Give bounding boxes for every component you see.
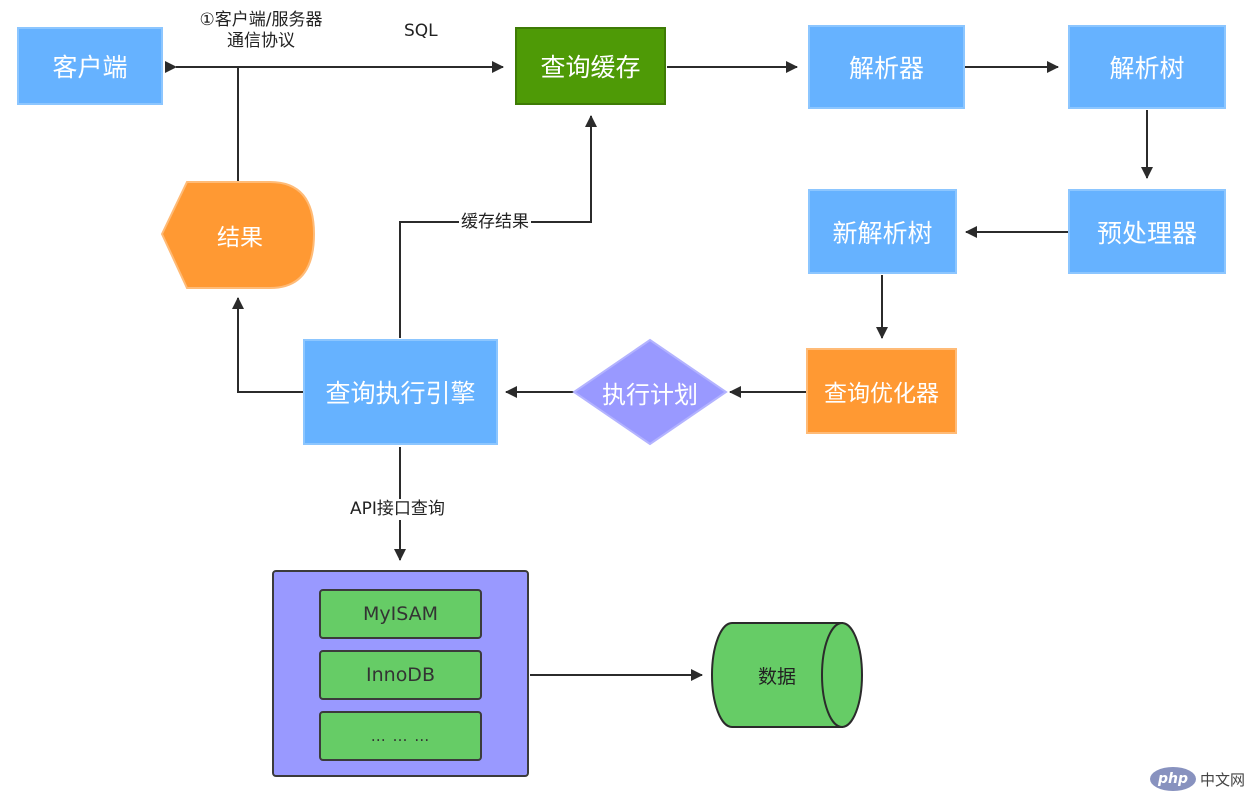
parser-node: 解析器 bbox=[808, 25, 965, 109]
execution-engine-node: 查询执行引擎 bbox=[303, 339, 498, 445]
edge-engine-result bbox=[232, 297, 303, 393]
sql-label: SQL bbox=[404, 21, 438, 41]
protocol-label-line2: 通信协议 bbox=[227, 31, 295, 51]
result-shape bbox=[160, 181, 316, 289]
optimizer-node: 查询优化器 bbox=[806, 348, 957, 434]
watermark: php 中文网 bbox=[1150, 767, 1245, 791]
protocol-label-line1: ①客户端/服务器 bbox=[199, 10, 323, 30]
new-parse-tree-node: 新解析树 bbox=[808, 189, 957, 274]
preprocessor-node: 预处理器 bbox=[1068, 189, 1226, 274]
engine-other: … … … bbox=[319, 711, 482, 761]
engine-innodb: InnoDB bbox=[319, 650, 482, 700]
parse-tree-node: 解析树 bbox=[1068, 25, 1226, 109]
client-node: 客户端 bbox=[17, 27, 163, 105]
php-logo: php bbox=[1150, 767, 1196, 791]
cached-result-label: 缓存结果 bbox=[459, 212, 531, 233]
query-cache-node: 查询缓存 bbox=[515, 27, 666, 105]
data-cylinder bbox=[711, 622, 863, 728]
execution-plan-diamond bbox=[572, 338, 728, 446]
engine-myisam: MyISAM bbox=[319, 589, 482, 639]
api-query-label: API接口查询 bbox=[348, 499, 447, 520]
watermark-text: 中文网 bbox=[1200, 770, 1246, 789]
protocol-label: ①客户端/服务器 通信协议 bbox=[186, 10, 336, 52]
